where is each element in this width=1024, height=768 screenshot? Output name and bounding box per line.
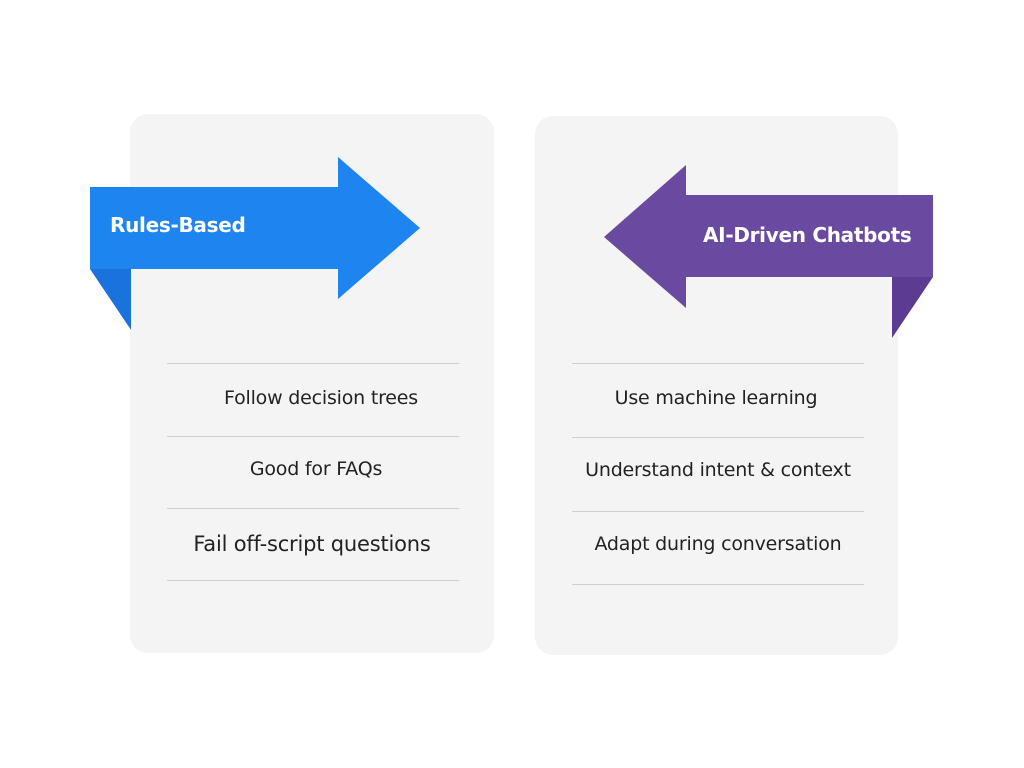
rules-based-item: Good for FAQs [249, 458, 383, 480]
divider [572, 437, 864, 438]
divider [167, 508, 459, 509]
rules-based-arrow-fold [90, 269, 131, 330]
rules-based-item: Fail off-script questions [193, 532, 431, 556]
divider [572, 584, 864, 585]
ai-driven-arrow-fold [892, 277, 933, 338]
ai-driven-title: AI-Driven Chatbots [703, 223, 912, 247]
divider [572, 363, 864, 364]
divider [167, 436, 459, 437]
divider [167, 580, 459, 581]
ai-driven-item: Use machine learning [614, 387, 818, 409]
ai-driven-arrow-left [604, 165, 933, 308]
rules-based-title: Rules-Based [110, 213, 246, 237]
ai-driven-item: Understand intent & context [585, 459, 851, 481]
divider [167, 363, 459, 364]
rules-based-item: Follow decision trees [224, 387, 418, 409]
ai-driven-item: Adapt during conversation [594, 533, 842, 555]
divider [572, 511, 864, 512]
rules-based-arrow-right [90, 157, 420, 299]
